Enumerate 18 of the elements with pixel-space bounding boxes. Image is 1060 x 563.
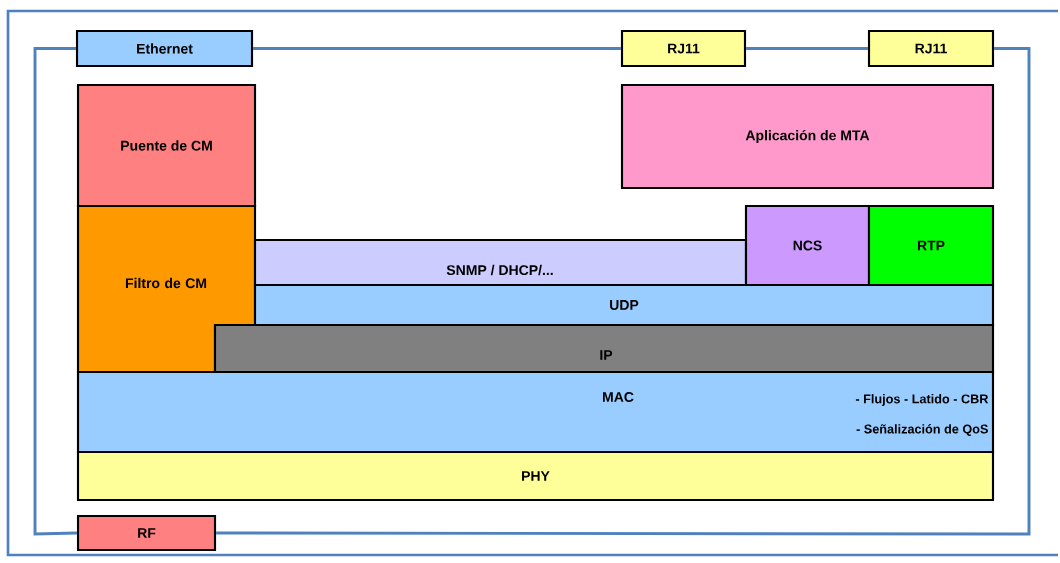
protocol-layer-box: PHY xyxy=(76,450,995,502)
protocol-layer-box: UDP xyxy=(253,283,995,327)
protocol-layer-box: MAC - Flujos - Latido - CBR - Señalización de QoS xyxy=(76,370,995,454)
protocol-layer-box: NCS xyxy=(744,204,871,287)
connection-line xyxy=(216,47,1031,536)
connection-line xyxy=(253,47,621,50)
port-box: RF xyxy=(76,514,217,552)
protocol-layer-box: Puente de CM xyxy=(76,83,257,208)
port-box: RJ11 xyxy=(867,29,995,68)
protocol-layer-box: RTP xyxy=(867,204,995,287)
protocol-layer-box: SNMP / DHCP/... xyxy=(253,238,748,287)
connection-line xyxy=(746,47,868,50)
port-box: RJ11 xyxy=(620,29,747,68)
protocol-layer-box: Aplicación de MTA xyxy=(620,83,995,190)
protocol-layer-box: IP xyxy=(213,323,995,374)
connection-line xyxy=(33,47,77,536)
protocol-layer-box: Filtro de CM xyxy=(76,204,257,374)
port-box: Ethernet xyxy=(75,29,254,68)
